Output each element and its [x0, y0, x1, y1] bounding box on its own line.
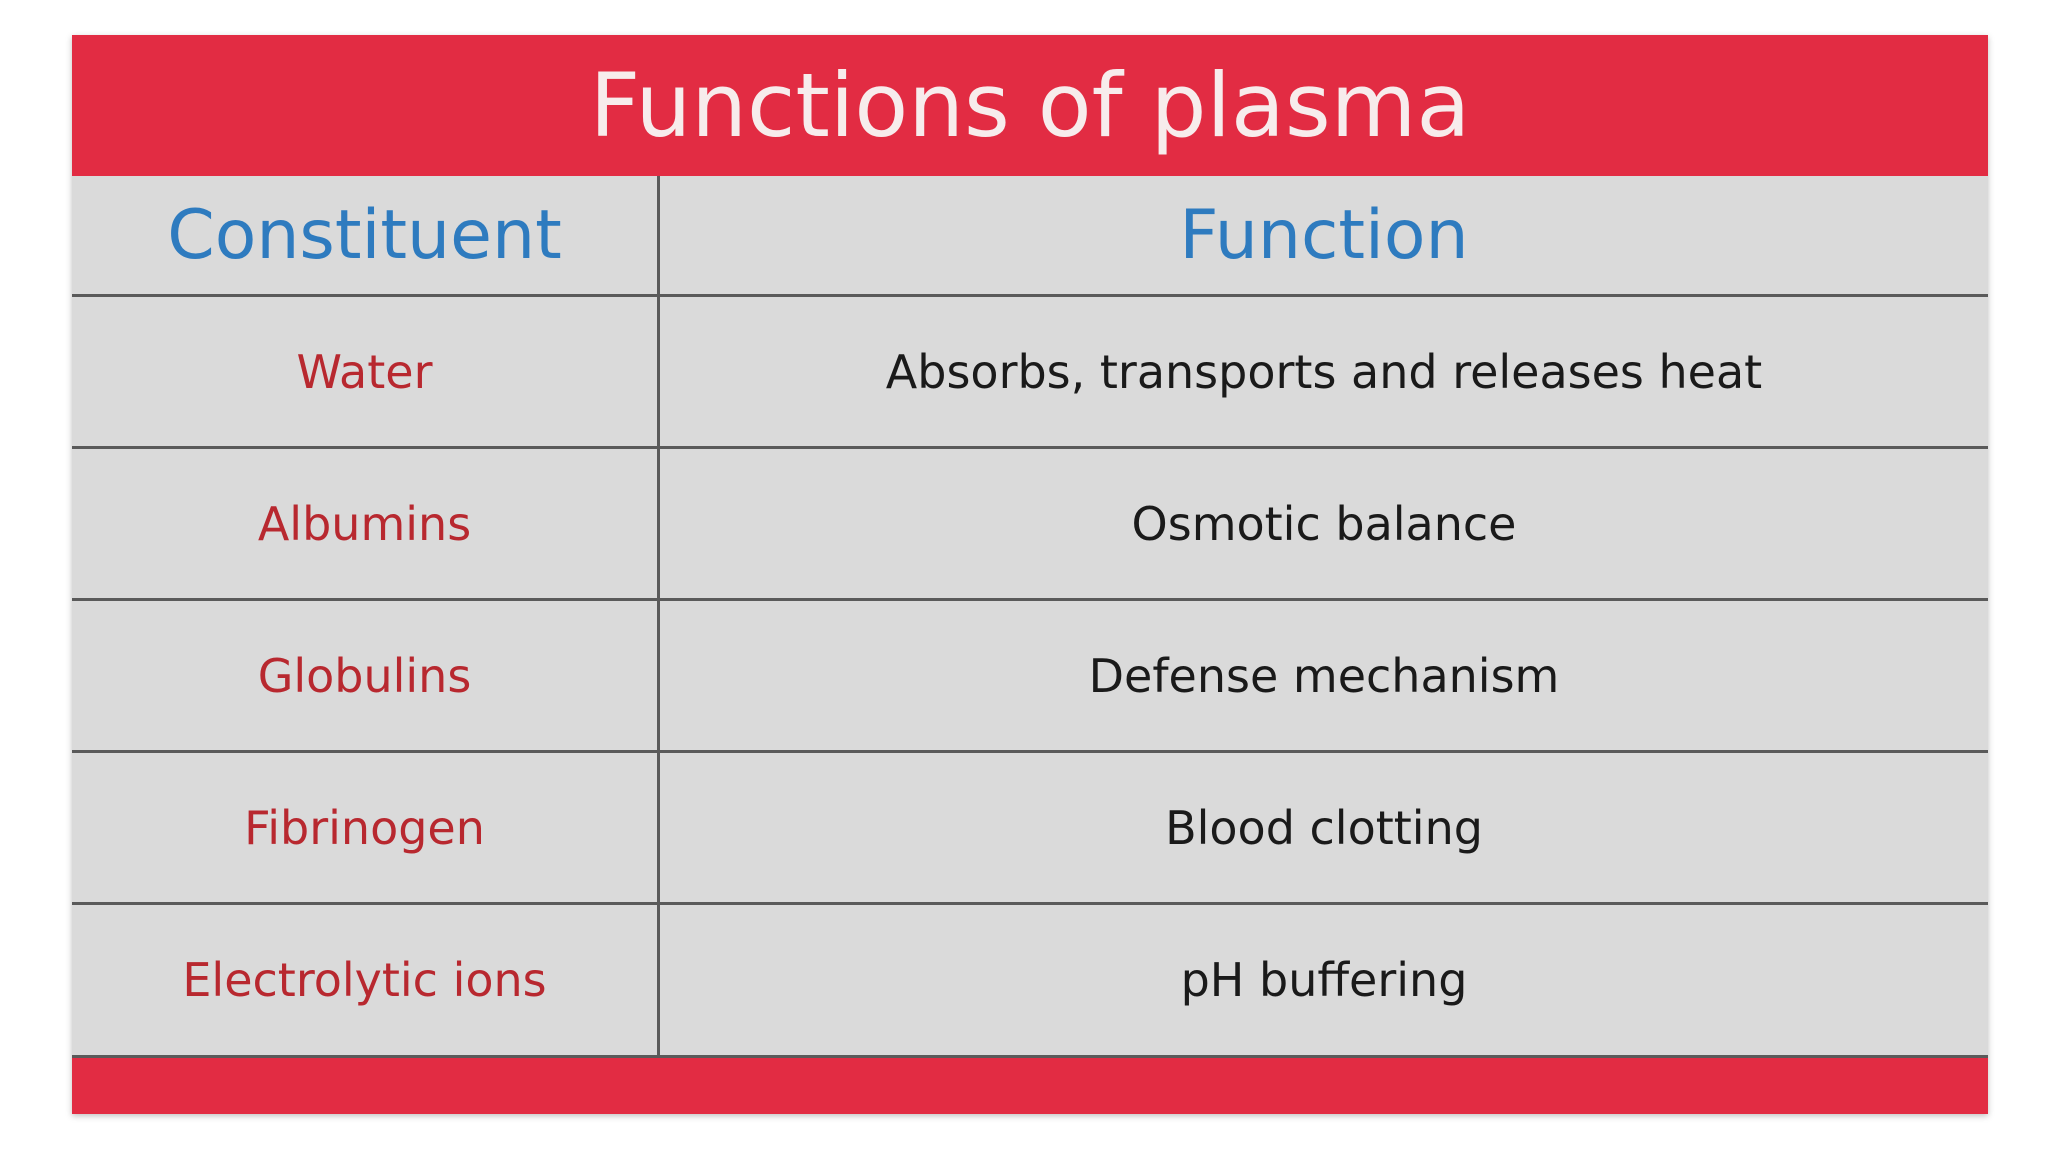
title-banner: Functions of plasma — [72, 35, 1988, 176]
table-title: Functions of plasma — [589, 54, 1471, 157]
table-row-constituent: Fibrinogen — [72, 753, 660, 905]
header-function: Function — [660, 176, 1988, 297]
plasma-functions-table: Functions of plasma Constituent Function… — [72, 35, 1988, 1114]
table-row-constituent: Albumins — [72, 449, 660, 601]
table-row-function: Absorbs, transports and releases heat — [660, 297, 1988, 449]
footer-banner — [72, 1055, 1988, 1114]
table-row-function: Defense mechanism — [660, 601, 1988, 753]
table-row-constituent: Electrolytic ions — [72, 905, 660, 1055]
header-constituent: Constituent — [72, 176, 660, 297]
table-row-constituent: Water — [72, 297, 660, 449]
table-grid: Constituent Function Water Absorbs, tran… — [72, 176, 1988, 1055]
table-row-function: pH buffering — [1180, 953, 1468, 1007]
table-row-constituent: Globulins — [72, 601, 660, 753]
table-row-function: Osmotic balance — [660, 449, 1988, 601]
table-row-function: Blood clotting — [660, 753, 1988, 905]
